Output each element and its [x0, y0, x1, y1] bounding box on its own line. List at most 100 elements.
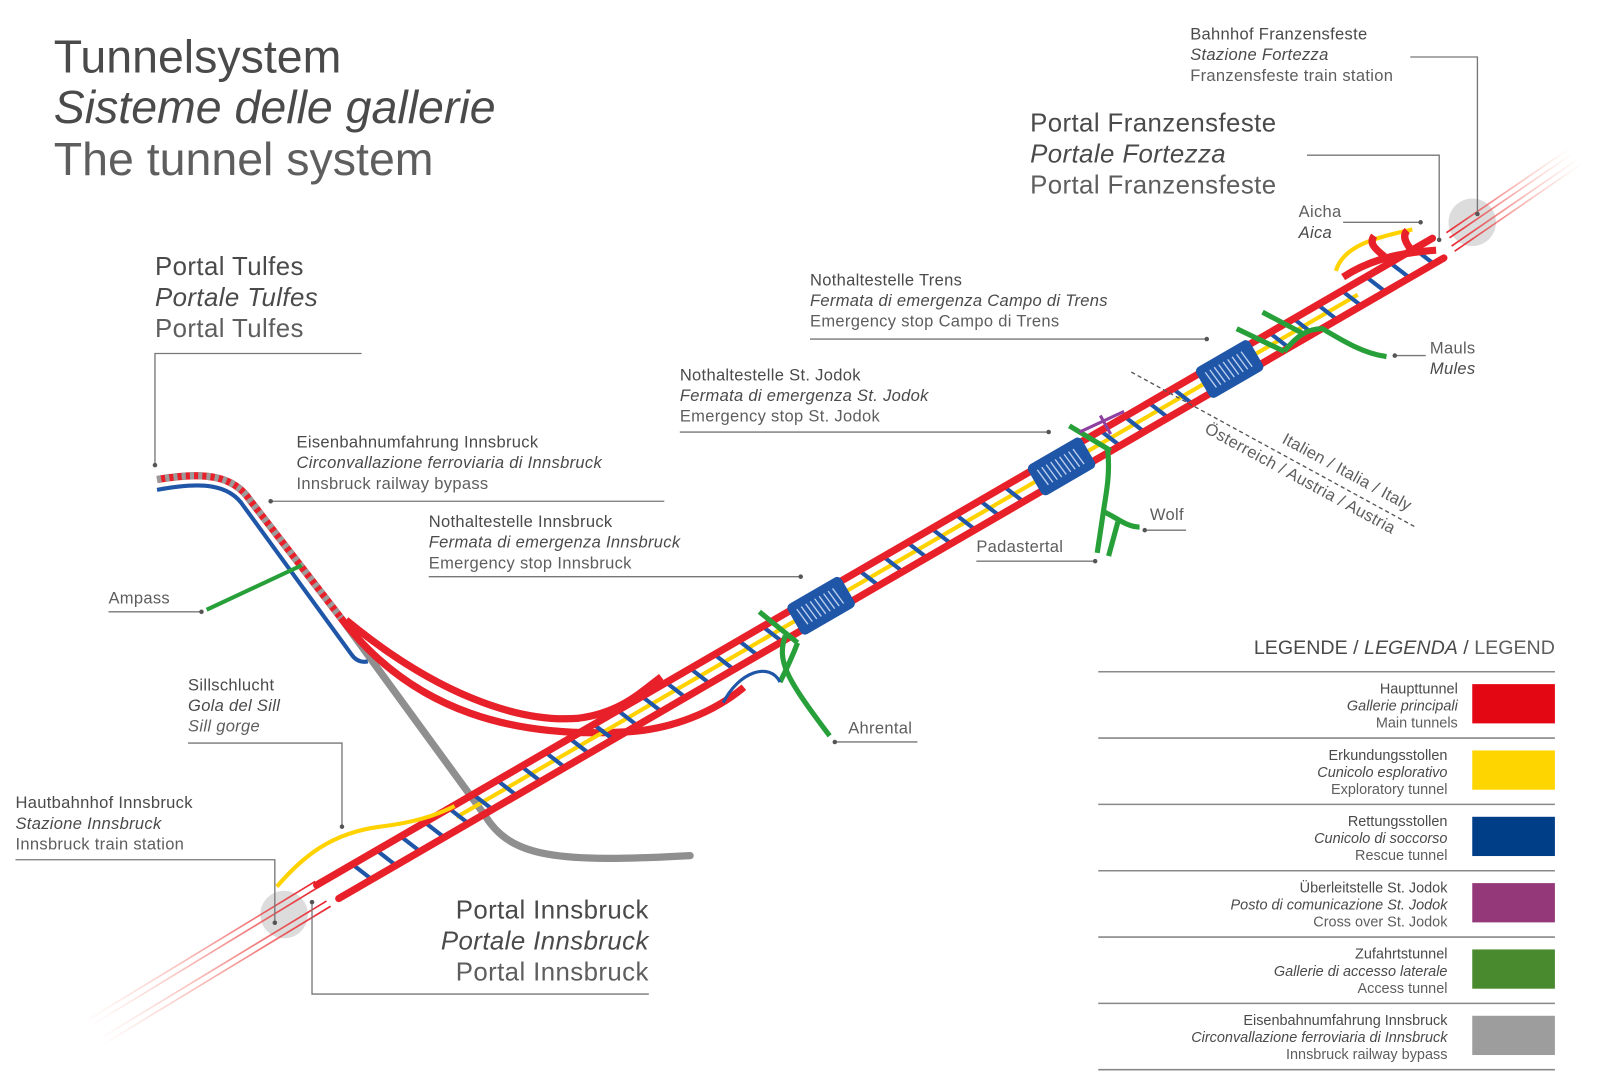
label-de: Aicha: [1299, 202, 1342, 221]
legend-swatch: [1472, 816, 1555, 857]
legend-title-it: LEGENDA: [1364, 637, 1458, 659]
cross-passage: [520, 764, 543, 784]
cross-passage: [568, 736, 591, 756]
legend-separator: /: [1463, 637, 1474, 659]
label-en: Innsbruck railway bypass: [297, 474, 489, 493]
label-portal-tulfes: Portal Tulfes Portale Tulfes Portal Tulf…: [155, 253, 318, 343]
label-de: Mauls: [1430, 339, 1476, 358]
cross-passage: [544, 750, 567, 770]
label-it: Stazione Innsbruck: [15, 814, 161, 833]
cross-passage: [1147, 401, 1170, 420]
legend-item-it: Gallerie principali: [1347, 698, 1459, 714]
label-stop-innsbruck: Nothaltestelle Innsbruck Fermata di emer…: [429, 512, 681, 572]
cross-passage: [1388, 261, 1411, 280]
label-en: Portal Franzensfeste: [1030, 171, 1276, 199]
label-bahnhof-franzensfeste: Bahnhof Franzensfeste Stazione Fortezza …: [1190, 24, 1393, 84]
legend-item-de: Haupttunnel: [1380, 681, 1458, 697]
label-it: Mules: [1430, 359, 1476, 378]
legend: LEGENDE / LEGENDA / LEGEND HaupttunnelGa…: [1098, 637, 1555, 1071]
legend-item-en: Innsbruck railway bypass: [1286, 1047, 1447, 1063]
main-tunnel-tulfes: [156, 472, 344, 621]
rescue-tunnel-ahrental: [721, 669, 782, 704]
legend-swatch: [1472, 883, 1555, 923]
label-portal-innsbruck: Portal Innsbruck Portale Innsbruck Porta…: [441, 897, 650, 987]
label-de: Eisenbahnumfahrung Innsbruck: [297, 433, 539, 452]
label-mauls: Mauls Mules: [1430, 339, 1476, 379]
label-it: Circonvallazione ferroviaria di Innsbruc…: [297, 453, 603, 472]
label-hbf-innsbruck: Hautbahnhof Innsbruck Stazione Innsbruck…: [15, 793, 193, 853]
label-it: Portale Fortezza: [1030, 140, 1226, 168]
label-it: Portale Tulfes: [155, 284, 318, 312]
title-de: Tunnelsystem: [54, 30, 342, 82]
cross-passage: [1171, 387, 1194, 406]
label-ampass: Ampass: [108, 589, 170, 608]
legend-title-de: LEGENDE: [1254, 637, 1348, 659]
emergency-stop-innsbruck: [787, 576, 855, 635]
label-de: Hautbahnhof Innsbruck: [15, 793, 193, 812]
legend-title-en: LEGEND: [1474, 637, 1555, 659]
label-it: Gola del Sill: [188, 696, 281, 715]
label-en: Portal Tulfes: [155, 315, 304, 343]
cross-passage: [592, 722, 615, 742]
cross-passage: [1364, 275, 1387, 294]
legend-swatch: [1472, 684, 1555, 724]
label-en: Franzensfeste train station: [1190, 66, 1393, 85]
cross-passage: [664, 680, 687, 700]
external-railway-innsbruck: [82, 880, 332, 1048]
title-it: Sisteme delle gallerie: [54, 81, 496, 133]
legend-swatch: [1472, 750, 1555, 790]
label-de: Nothaltestelle Innsbruck: [429, 512, 613, 531]
label-portal-franzensfeste: Portal Franzensfeste Portale Fortezza Po…: [1030, 109, 1276, 199]
cross-passage: [423, 820, 446, 840]
crossover-st-jodok: [1079, 409, 1125, 435]
cross-passage: [882, 554, 905, 574]
access-tunnel-ampass: [205, 563, 303, 612]
page-title: Tunnelsystem Sisteme delle gallerie The …: [54, 30, 496, 184]
legend-item-en: Rescue tunnel: [1355, 848, 1447, 864]
label-de: Portal Innsbruck: [456, 897, 649, 925]
legend-item-it: Cunicolo esplorativo: [1317, 765, 1447, 781]
cross-passage: [1002, 484, 1025, 504]
legend-item-en: Exploratory tunnel: [1331, 782, 1448, 798]
label-it: Stazione Fortezza: [1190, 45, 1328, 64]
label-padastertal: Padastertal: [976, 537, 1063, 556]
cross-passage: [447, 806, 470, 826]
cross-passage: [1268, 331, 1291, 350]
emergency-stop-st-jodok: [1027, 437, 1096, 496]
label-aicha: Aicha Aica: [1298, 202, 1342, 242]
label-de: Bahnhof Franzensfeste: [1190, 24, 1367, 43]
main-tunnel-aicha-branches: [1341, 228, 1437, 281]
legend-item-de: Rettungsstollen: [1348, 814, 1448, 830]
label-de: Portal Tulfes: [155, 253, 304, 281]
cross-passage: [616, 708, 639, 728]
cross-passage: [761, 624, 784, 644]
cross-passage: [737, 638, 760, 658]
legend-item-en: Cross over St. Jodok: [1313, 915, 1448, 931]
cross-passage: [978, 498, 1001, 518]
cross-passage: [495, 778, 518, 798]
legend-separator: /: [1353, 637, 1364, 659]
label-it: Aica: [1298, 223, 1332, 242]
legend-item: Eisenbahnumfahrung InnsbruckCirconvallaz…: [1098, 1013, 1555, 1071]
label-it: Portale Innsbruck: [441, 928, 650, 956]
cross-passage: [713, 652, 736, 672]
cross-passage: [689, 666, 711, 686]
label-sillschlucht: Sillschlucht Gola del Sill Sill gorge: [188, 675, 281, 735]
legend-item-it: Circonvallazione ferroviaria di Innsbruc…: [1191, 1030, 1448, 1046]
cross-passage: [1316, 303, 1339, 322]
label-en: Emergency stop Innsbruck: [429, 553, 632, 572]
label-trens: Nothaltestelle Trens Fermata di emergenz…: [810, 270, 1108, 330]
cross-passage: [1340, 289, 1363, 308]
cross-passage: [640, 694, 663, 714]
legend-item-it: Gallerie di accesso laterale: [1274, 964, 1448, 980]
legend-item-de: Eisenbahnumfahrung Innsbruck: [1243, 1013, 1448, 1029]
cross-passage: [399, 834, 422, 853]
legend-item-de: Erkundungsstollen: [1329, 748, 1448, 764]
legend-swatch: [1472, 1015, 1555, 1056]
